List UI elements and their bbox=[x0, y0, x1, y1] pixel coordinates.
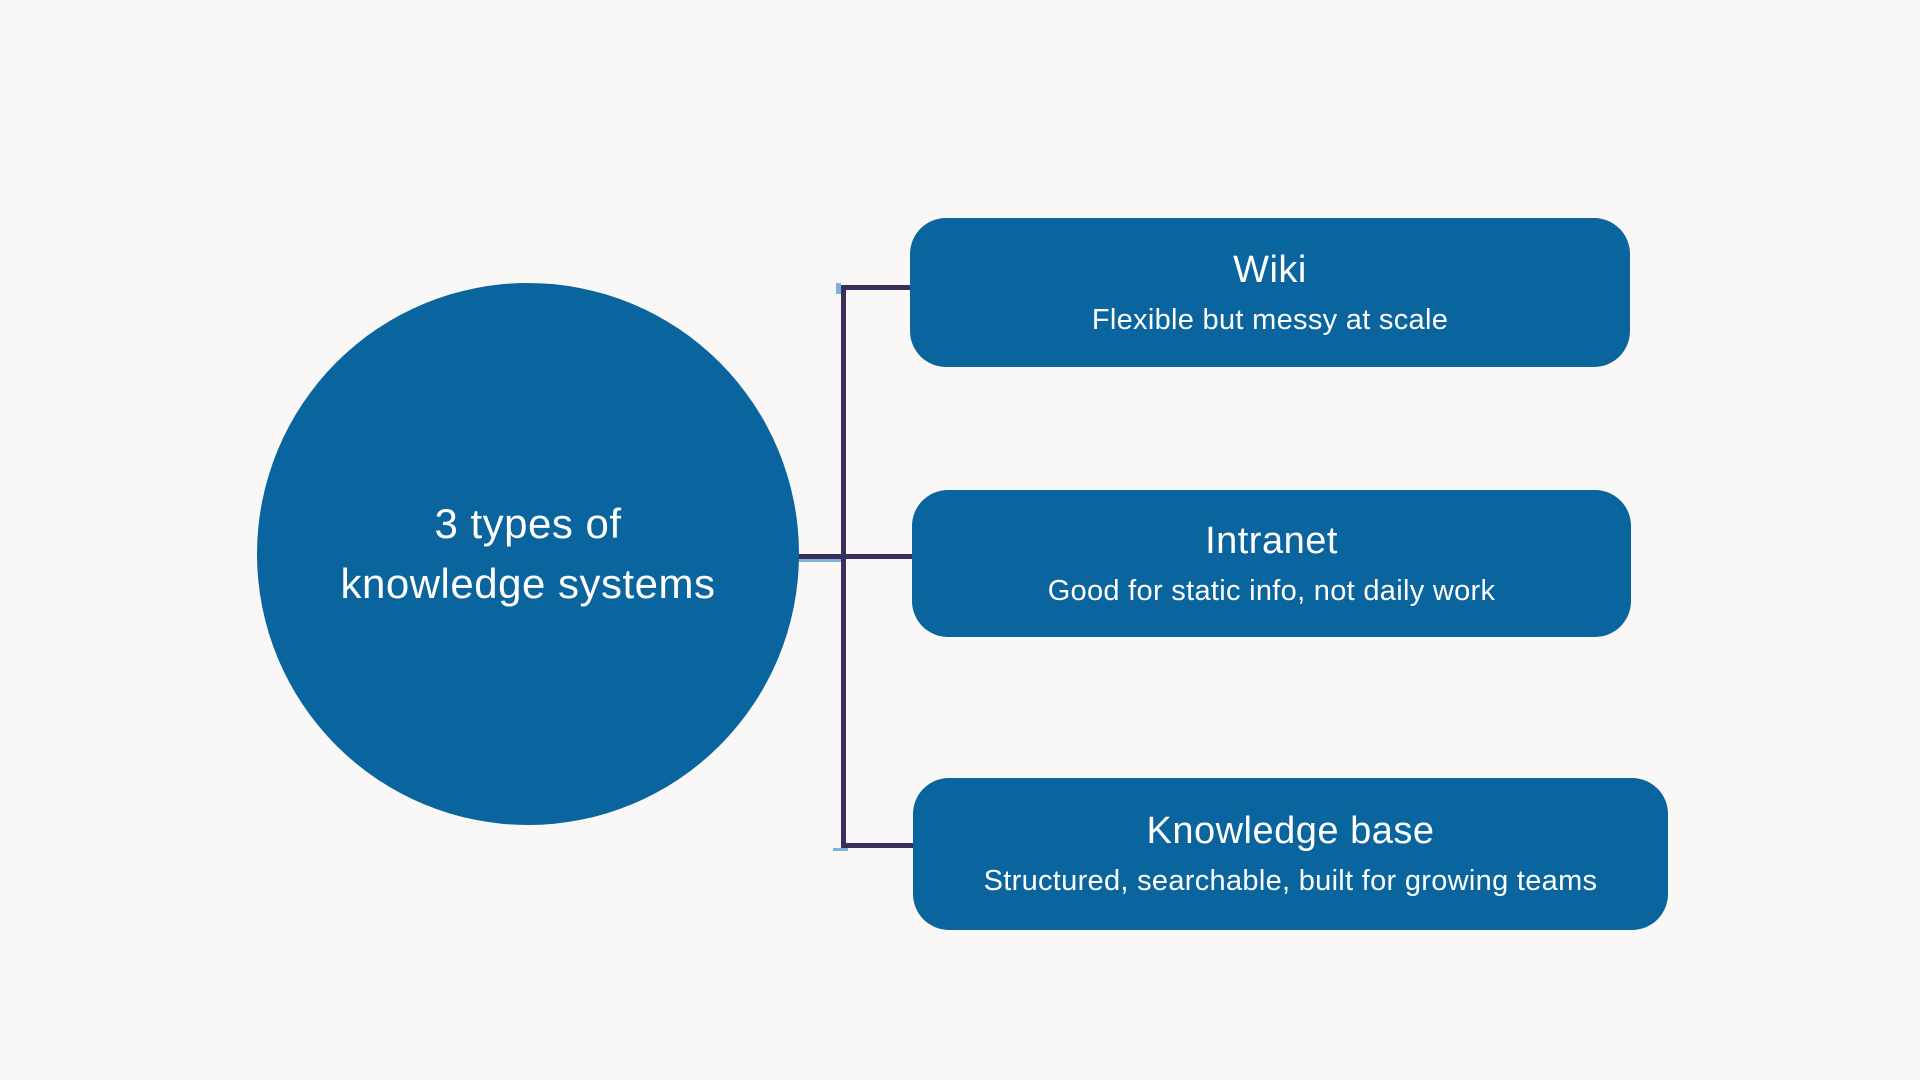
branch-node-wiki: Wiki Flexible but messy at scale bbox=[910, 218, 1630, 367]
connector-accent-top bbox=[836, 283, 841, 294]
center-node-circle: 3 types of knowledge systems bbox=[257, 283, 799, 825]
connector-stub-intranet bbox=[797, 554, 912, 559]
connector-trunk bbox=[841, 285, 846, 848]
branch-subtitle: Good for static info, not daily work bbox=[1047, 574, 1496, 607]
branch-subtitle: Structured, searchable, built for growin… bbox=[983, 865, 1598, 897]
connector-accent-middle bbox=[797, 559, 843, 562]
connector-stub-knowledge-base bbox=[841, 843, 917, 848]
center-node-label-line2: knowledge systems bbox=[340, 560, 716, 607]
branch-title: Knowledge base bbox=[1146, 810, 1435, 852]
center-node-label-line1: 3 types of bbox=[434, 500, 622, 547]
connector-stub-wiki bbox=[841, 285, 914, 290]
center-node-label: 3 types of knowledge systems bbox=[341, 494, 716, 614]
branch-title: Wiki bbox=[1233, 248, 1307, 291]
branch-subtitle: Flexible but messy at scale bbox=[1091, 303, 1449, 336]
connector-accent-bottom bbox=[833, 848, 848, 851]
branch-title: Intranet bbox=[1205, 519, 1338, 562]
branch-node-knowledge-base: Knowledge base Structured, searchable, b… bbox=[913, 778, 1668, 930]
branch-node-intranet: Intranet Good for static info, not daily… bbox=[912, 490, 1631, 637]
